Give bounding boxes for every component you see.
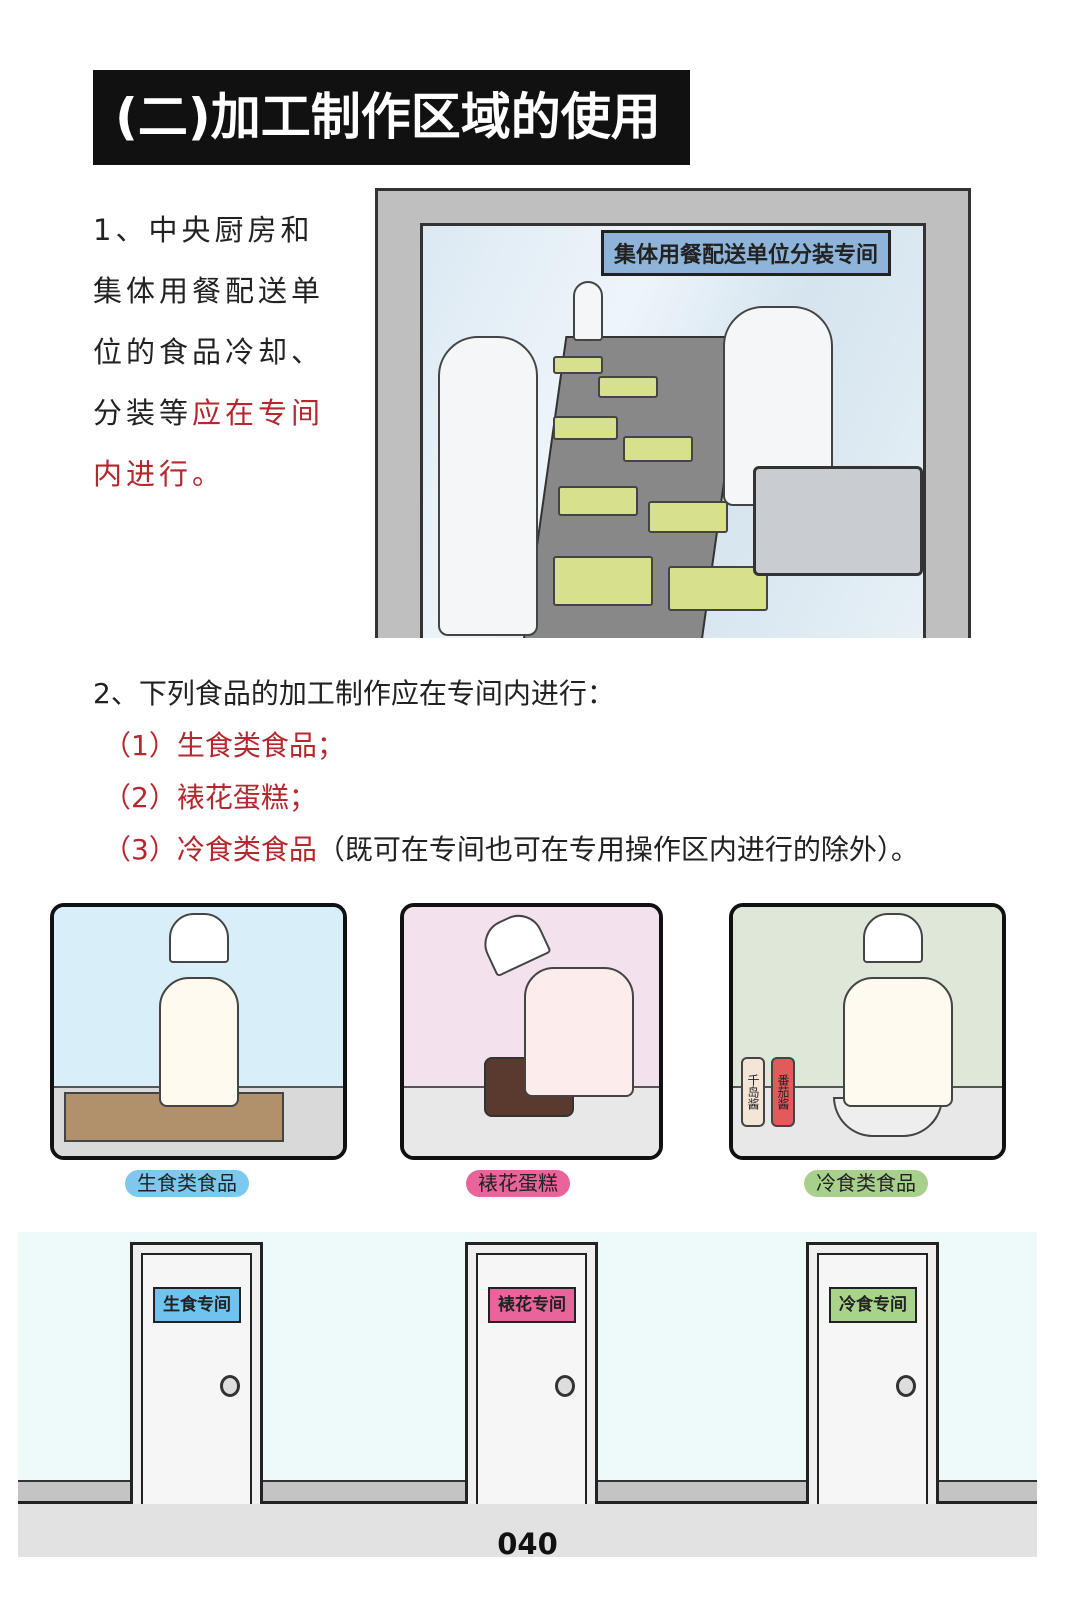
door-knob-icon xyxy=(220,1375,240,1397)
list-item: （3）冷食类食品（既可在专间也可在专用操作区内进行的除外）。 xyxy=(103,833,919,866)
section-2-heading: 2、下列食品的加工制作应在专间内进行： xyxy=(93,677,615,710)
panel-label-cold-food: 冷食类食品 xyxy=(804,1170,928,1197)
door-decorated-cake-room: 裱花专间 xyxy=(465,1242,598,1504)
intro-text: 1、中央厨房和集体用餐配送单位的食品冷却、分装等 xyxy=(93,213,325,430)
bottle-thousand-island: 千岛酱 xyxy=(741,1057,765,1127)
room-sign: 集体用餐配送单位分装专间 xyxy=(600,230,891,276)
panel-label-decorated-cake: 裱花蛋糕 xyxy=(466,1170,570,1197)
door-sign: 生食专间 xyxy=(153,1287,241,1323)
door-knob-icon xyxy=(555,1375,575,1397)
rice-tray xyxy=(753,466,923,576)
door-sign: 裱花专间 xyxy=(488,1287,576,1323)
section-2: 2、下列食品的加工制作应在专间内进行： （1）生食类食品； （2）裱花蛋糕； （… xyxy=(93,668,919,876)
bottle-ketchup: 番茄酱 xyxy=(771,1057,795,1127)
page-number: 040 xyxy=(497,1527,558,1561)
panel-label-raw-food: 生食类食品 xyxy=(125,1170,249,1197)
list-item: （2）裱花蛋糕； xyxy=(103,781,317,814)
door-sign: 冷食专间 xyxy=(829,1287,917,1323)
corridor-illustration: 生食专间 裱花专间 冷食专间 040 xyxy=(18,1232,1037,1561)
list-item: （1）生食类食品； xyxy=(103,729,345,762)
packing-room-illustration: 集体用餐配送单位分装专间 xyxy=(375,188,971,638)
worker-left xyxy=(438,336,538,636)
intro-paragraph: 1、中央厨房和集体用餐配送单位的食品冷却、分装等应在专间内进行。 xyxy=(93,200,343,505)
panel-decorated-cake xyxy=(400,903,663,1160)
intro-highlight: 应在专间内进行。 xyxy=(93,396,325,491)
door-knob-icon xyxy=(896,1375,916,1397)
door-cold-food-room: 冷食专间 xyxy=(806,1242,939,1504)
panel-raw-food xyxy=(50,903,347,1160)
panel-cold-food: 千岛酱 番茄酱 xyxy=(729,903,1006,1160)
door-raw-food-room: 生食专间 xyxy=(130,1242,263,1504)
page-title: (二)加工制作区域的使用 xyxy=(93,70,690,165)
